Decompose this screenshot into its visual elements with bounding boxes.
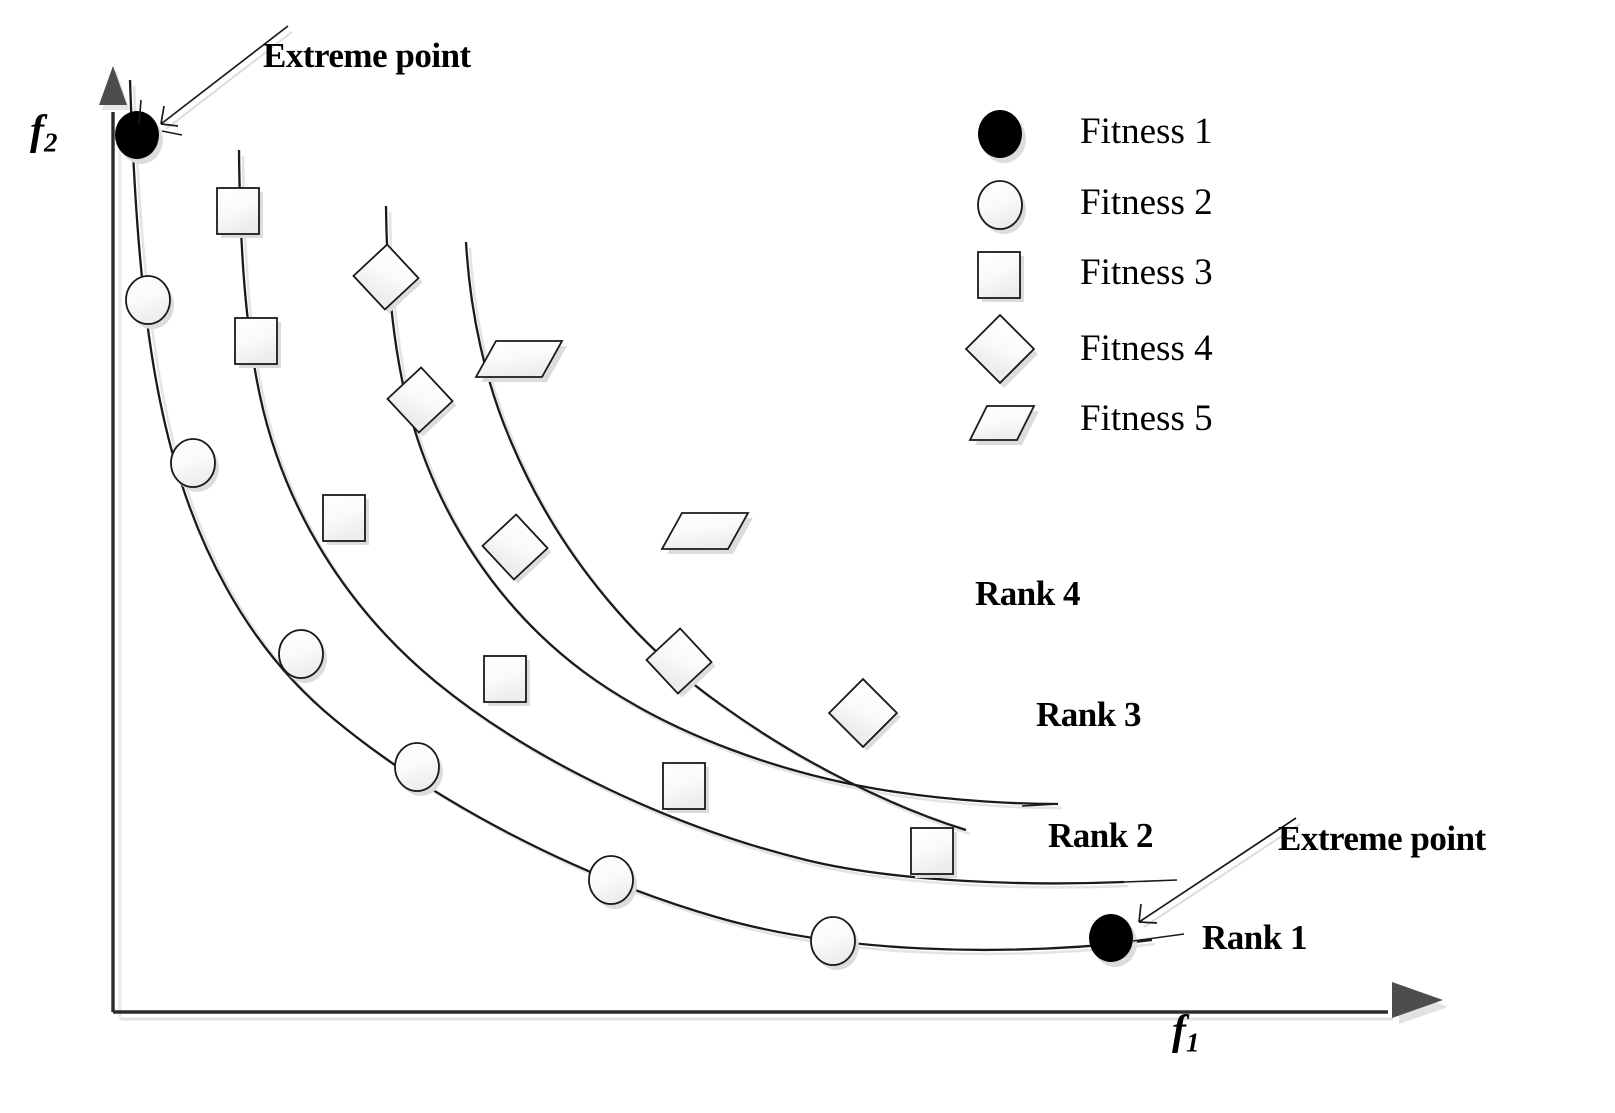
rank-3-label: Rank 3 [1036,695,1141,734]
rank-3-leader [1021,803,1059,807]
rank-2-markers [216,187,957,878]
extreme-point-bottom-arrowhead-icon [1138,903,1158,924]
extreme-point-top-arrow-line [160,25,289,125]
extreme-point-top-label: Extreme point [263,36,471,75]
marker-fitness-3 [483,655,527,703]
marker-fitness-2 [125,275,171,325]
marker-fitness-2 [278,629,324,679]
rank-1-curve [128,79,1153,952]
extreme-point-bottom-label: Extreme point [1278,819,1486,858]
rank-4-curve [464,241,967,832]
x-axis-label: f1 [1172,1010,1200,1057]
marker-fitness-1 [1089,914,1133,962]
extreme-point-top-arrow-shadow [165,31,293,130]
rank-1-label: Rank 1 [1202,918,1307,957]
rank-4-markers [474,340,753,554]
y-axis-label: f2 [30,110,58,157]
marker-fitness-2 [170,438,216,488]
annotation-leaders [138,25,1301,942]
legend-marker-fitness-4 [964,313,1036,385]
marker-fitness-4 [827,677,899,749]
x-axis-arrow-icon [1392,982,1443,1018]
rank-1-markers [115,111,1137,970]
marker-fitness-5 [474,340,564,378]
rank-4-label: Rank 4 [975,574,1080,613]
y-axis-label-subscript: 2 [44,127,58,158]
legend-label-fitness-4: Fitness 4 [1080,328,1213,369]
marker-fitness-4 [386,366,454,434]
marker-fitness-3 [234,317,278,365]
marker-fitness-4 [352,243,420,311]
marker-fitness-2 [810,916,856,966]
legend-label-fitness-1: Fitness 1 [1080,111,1213,152]
legend-label-fitness-3: Fitness 3 [1080,252,1213,293]
legend-marker-fitness-2 [977,180,1023,230]
marker-fitness-4 [645,627,713,695]
marker-fitness-4 [481,513,549,581]
extreme-point-top-arrowhead-icon [160,105,179,127]
marker-fitness-3 [216,187,260,235]
legend-marker-fitness-3 [977,251,1021,299]
marker-fitness-3 [322,494,366,542]
rank-2-leader [1123,879,1178,883]
marker-fitness-3 [662,762,706,810]
rank-3-curve-shadow [388,211,1063,810]
rank-3-markers [352,243,901,751]
rank-2-label: Rank 2 [1048,816,1153,855]
marker-fitness-2 [394,742,440,792]
marker-fitness-5 [660,512,750,550]
y-axis-arrow-icon [99,66,127,105]
extreme-point-bottom-arrow-line [1138,817,1297,923]
extreme-point-top-ticks [138,99,183,136]
rank-1-leader [1132,933,1185,942]
legend-marker-fitness-1 [978,110,1022,158]
legend-label-fitness-5: Fitness 5 [1080,398,1213,439]
legend-marker-fitness-5 [968,405,1036,441]
y-axis-label-base: f [30,108,44,154]
marker-fitness-2 [588,855,634,905]
marker-fitness-3 [910,827,954,875]
marker-fitness-1 [115,111,159,159]
axes-group [99,66,1448,1024]
x-axis-label-subscript: 1 [1186,1027,1200,1058]
legend-label-fitness-2: Fitness 2 [1080,182,1213,223]
x-axis-label-base: f [1172,1008,1186,1054]
legend-markers [964,110,1039,445]
extreme-point-bottom-arrow-shadow [1143,823,1301,928]
rank-3-curve [384,205,1059,806]
